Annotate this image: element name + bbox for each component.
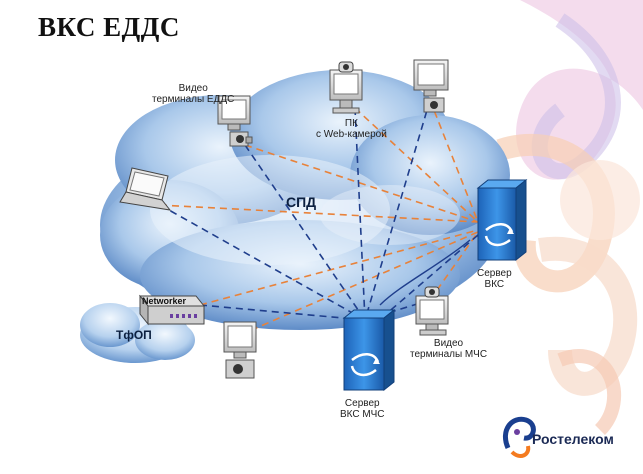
- server-vks-icon: [476, 178, 528, 262]
- label-pc-line2: с Web-камерой: [316, 129, 387, 140]
- label-networker: Networker: [142, 296, 187, 306]
- label-pc-webcam: ПК с Web-камерой: [316, 118, 387, 140]
- label-server-vks-line1: Сервер: [477, 268, 512, 279]
- video-terminal-bottom-left-icon: [223, 321, 257, 379]
- label-server-mchs: Сервер ВКС МЧС: [340, 398, 385, 420]
- connections: [159, 99, 479, 336]
- label-pc-line1: ПК: [344, 118, 358, 129]
- video-terminal-mchs-icon: [415, 286, 449, 336]
- label-tfop: ТфОП: [116, 328, 152, 342]
- label-server-mchs-line1: Сервер: [344, 398, 380, 409]
- label-video-mchs-line1: Видео: [433, 338, 464, 349]
- label-spd: СПД: [286, 194, 317, 210]
- label-video-edds: Видео терминалы ЕДДС: [152, 83, 234, 105]
- spd-cloud: [100, 70, 510, 330]
- label-server-vks-line2: ВКС: [484, 279, 505, 290]
- label-video-mchs-line2: терминалы МЧС: [410, 349, 488, 360]
- networker-router-icon: [138, 294, 206, 326]
- label-video-mchs: Видео терминалы МЧС: [410, 338, 487, 360]
- server-mchs-icon: [342, 308, 396, 392]
- video-terminal-top-right-icon: [413, 59, 449, 113]
- label-server-vks: Сервер ВКС: [477, 268, 512, 290]
- video-terminal-edds-icon: [217, 95, 253, 147]
- label-video-edds-line2: терминалы ЕДДС: [152, 94, 235, 105]
- label-server-mchs-line2: ВКС МЧС: [340, 409, 385, 420]
- pc-webcam-icon: [329, 61, 363, 114]
- page-title: ВКС ЕДДС: [38, 12, 180, 42]
- tfop-cloud: [80, 303, 195, 363]
- server-link-arc: [379, 239, 471, 306]
- decorative-ribbon: [496, 0, 643, 435]
- laptop-icon: [119, 167, 172, 211]
- brand-name: Ростелеком: [532, 431, 614, 447]
- logo-icon: [502, 416, 536, 458]
- label-video-edds-line1: Видео: [178, 83, 208, 94]
